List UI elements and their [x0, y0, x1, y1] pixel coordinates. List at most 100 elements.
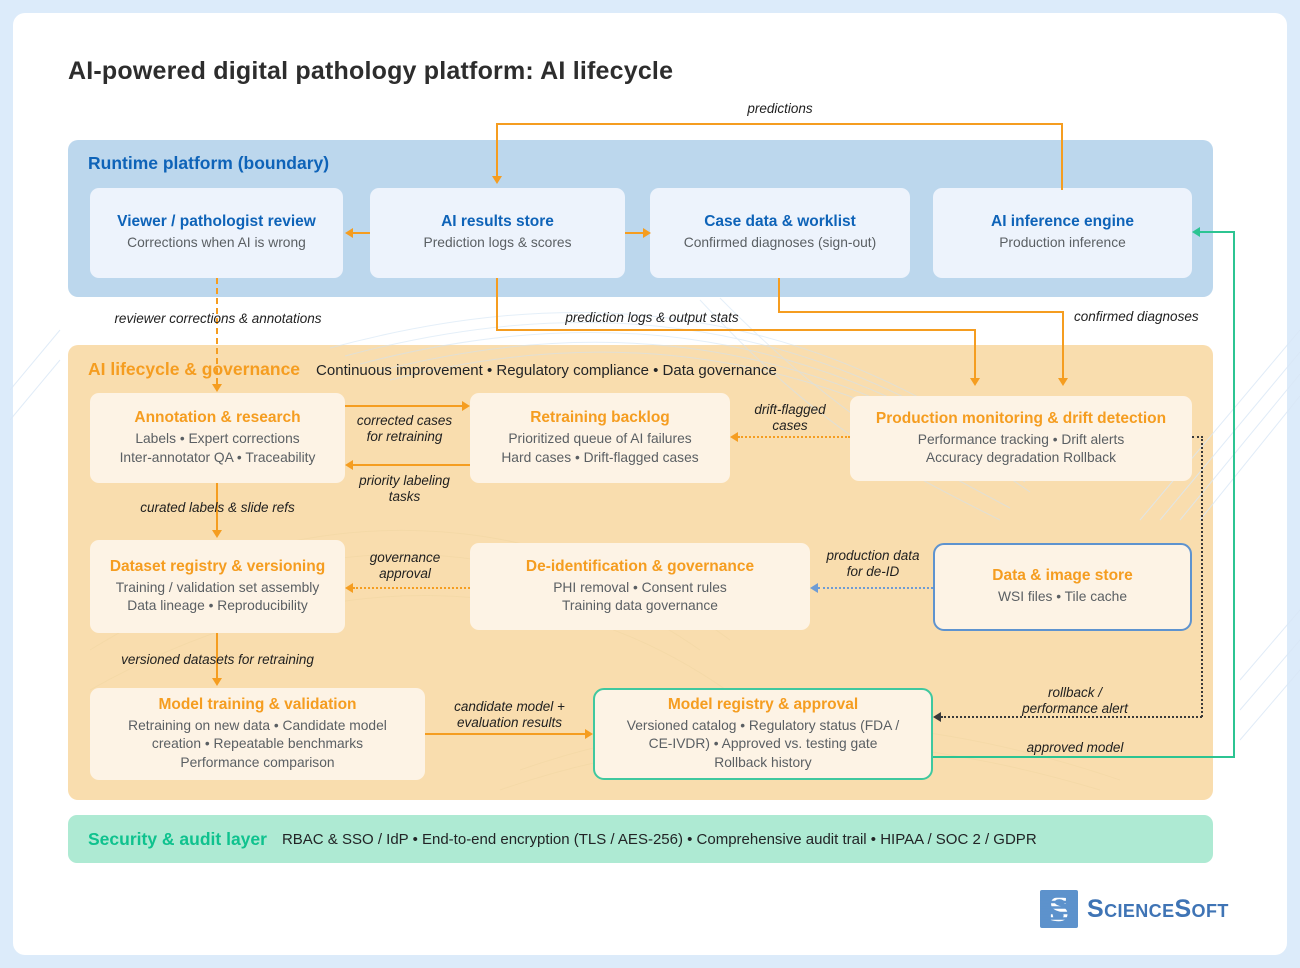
node-model-training-validation: Model training & validation Retraining o…: [90, 688, 425, 780]
node-case-data-worklist: Case data & worklist Confirmed diagnoses…: [650, 188, 910, 278]
flow-prediction-logs-line: [974, 329, 976, 378]
node-subtitle: Rollback history: [714, 754, 812, 770]
flow-label-approved-model: approved model: [1026, 740, 1124, 755]
flow-drift-flagged-arrowhead: [730, 432, 738, 442]
flow-label-predictions: predictions: [747, 101, 813, 116]
flow-label-governance-approval: governance approval: [369, 550, 441, 582]
flow-confirmed-diagnoses-arrowhead: [1058, 378, 1068, 386]
node-title: Dataset registry & versioning: [109, 557, 326, 575]
flow-results-to-case-line: [625, 232, 643, 234]
lifecycle-header-title: AI lifecycle & governance: [88, 359, 301, 379]
flow-prediction-logs-arrowhead: [970, 378, 980, 386]
node-subtitle: Corrections when AI is wrong: [127, 235, 306, 251]
sciencesoft-logo: S ScienceSoft: [1040, 890, 1229, 928]
flow-prediction-logs-line: [496, 329, 976, 331]
node-subtitle: Performance comparison: [180, 754, 335, 770]
node-title: Model training & validation: [158, 696, 357, 714]
node-subtitle: Labels • Expert corrections: [135, 431, 300, 447]
flow-governance-approval-arrowhead: [345, 583, 353, 593]
flow-governance-approval-line: [353, 587, 470, 589]
node-title: Annotation & research: [134, 409, 301, 427]
security-audit-layer: Security & audit layer RBAC & SSO / IdP …: [68, 815, 1213, 863]
flow-curated-labels-arrowhead: [212, 530, 222, 538]
node-subtitle: Prioritized queue of AI failures: [508, 431, 692, 447]
flow-rollback-line: [1201, 436, 1203, 717]
node-dataset-registry: Dataset registry & versioning Training /…: [90, 540, 345, 633]
flow-label-candidate-model: candidate model + evaluation results: [454, 699, 565, 731]
node-title: Viewer / pathologist review: [117, 213, 316, 231]
node-viewer-pathologist-review: Viewer / pathologist review Corrections …: [90, 188, 343, 278]
node-retraining-backlog: Retraining backlog Prioritized queue of …: [470, 393, 730, 483]
lifecycle-section-header: AI lifecycle & governance Continuous imp…: [88, 359, 777, 380]
flow-label-priority-labeling: priority labeling tasks: [359, 473, 450, 505]
flow-production-data-arrowhead: [810, 583, 818, 593]
node-subtitle: Data lineage • Reproducibility: [127, 598, 308, 613]
node-subtitle: creation • Repeatable benchmarks: [151, 736, 364, 752]
node-subtitle: Performance tracking • Drift alerts: [917, 431, 1125, 447]
lifecycle-header-caption: Continuous improvement • Regulatory comp…: [316, 362, 777, 379]
flow-approved-model-line: [1233, 231, 1235, 758]
node-subtitle: Retraining on new data • Candidate model: [128, 718, 387, 734]
node-subtitle: Prediction logs & scores: [423, 235, 572, 251]
node-subtitle: Versioned catalog • Regulatory status (F…: [626, 718, 900, 734]
flow-drift-flagged-line: [738, 436, 850, 438]
sciencesoft-logo-icon: S: [1040, 890, 1078, 928]
flow-label-prediction-logs: prediction logs & output stats: [565, 310, 739, 325]
flow-candidate-model-line: [425, 733, 585, 735]
flow-curated-labels-line: [216, 483, 218, 530]
flow-label-rollback: rollback / performance alert: [1022, 685, 1128, 717]
flow-prediction-logs-line: [496, 278, 498, 331]
flow-production-data-line: [818, 587, 933, 589]
flow-predictions-arrowhead: [492, 176, 502, 184]
node-subtitle: WSI files • Tile cache: [997, 589, 1128, 605]
flow-label-production-data: production data for de-ID: [826, 548, 920, 580]
flow-predictions-line: [1061, 124, 1063, 190]
flow-approved-model-arrowhead: [1192, 227, 1200, 237]
flow-confirmed-diagnoses-line: [1062, 311, 1064, 378]
flow-rollback-line: [941, 716, 1202, 718]
node-title: Retraining backlog: [530, 409, 670, 427]
flow-results-to-viewer-line: [353, 232, 370, 234]
node-title: AI results store: [441, 213, 554, 231]
node-title: Model registry & approval: [667, 696, 859, 714]
flow-confirmed-diagnoses-line: [778, 311, 1064, 313]
security-caption: RBAC & SSO / IdP • End-to-end encryption…: [281, 830, 1037, 848]
flow-results-to-case-arrowhead: [643, 228, 651, 238]
node-ai-inference-engine: AI inference engine Production inference: [933, 188, 1192, 278]
flow-label-versioned-datasets: versioned datasets for retraining: [121, 652, 314, 667]
node-subtitle: Inter-annotator QA • Traceability: [119, 449, 316, 465]
node-title: De-identification & governance: [525, 557, 755, 575]
flow-label-confirmed-diagnoses: confirmed diagnoses: [1074, 309, 1199, 324]
node-model-registry-approval: Model registry & approval Versioned cata…: [593, 688, 933, 780]
node-ai-results-store: AI results store Prediction logs & score…: [370, 188, 625, 278]
sciencesoft-logo-text: ScienceSoft: [1087, 894, 1229, 923]
node-title: Data & image store: [992, 567, 1133, 585]
node-subtitle: CE-IVDR) • Approved vs. testing gate: [648, 736, 878, 752]
node-annotation-research: Annotation & research Labels • Expert co…: [90, 393, 345, 483]
flow-versioned-datasets-arrowhead: [212, 678, 222, 686]
node-subtitle: Hard cases • Drift-flagged cases: [501, 449, 699, 465]
flow-priority-labeling-line: [353, 464, 470, 466]
node-production-monitoring: Production monitoring & drift detection …: [850, 396, 1192, 481]
node-title: Production monitoring & drift detection: [875, 409, 1167, 427]
node-subtitle: Training / validation set assembly: [115, 579, 320, 595]
node-title: Case data & worklist: [704, 213, 856, 231]
flow-corrected-cases-line: [345, 405, 462, 407]
runtime-section-header: Runtime platform (boundary): [88, 153, 330, 173]
node-subtitle: Accuracy degradation Rollback: [925, 450, 1117, 465]
node-subtitle: Training data governance: [562, 598, 718, 613]
flow-label-corrected-cases: corrected cases for retraining: [356, 413, 453, 445]
node-deidentification-governance: De-identification & governance PHI remov…: [470, 543, 810, 630]
page-title: AI-powered digital pathology platform: A…: [68, 57, 674, 85]
flow-label-reviewer-corrections: reviewer corrections & annotations: [114, 311, 322, 326]
security-header: Security & audit layer: [88, 828, 267, 849]
flow-reviewer-corrections-line: [216, 278, 218, 384]
node-data-image-store: Data & image store WSI files • Tile cach…: [933, 543, 1192, 631]
flow-approved-model-line: [1200, 231, 1235, 233]
flow-reviewer-corrections-arrowhead: [212, 384, 222, 392]
node-subtitle: Production inference: [999, 235, 1126, 251]
flow-label-drift-flagged: drift-flagged cases: [754, 402, 826, 434]
flow-predictions-line: [496, 124, 498, 176]
node-title: AI inference engine: [991, 213, 1134, 231]
